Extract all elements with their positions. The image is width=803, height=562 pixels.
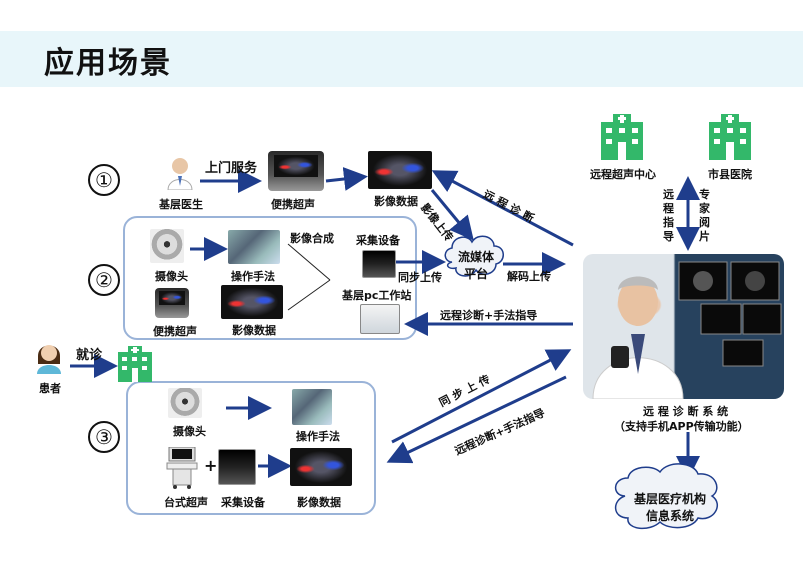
hospital-icon-county [707, 112, 753, 164]
system-label-line1: 远 程 诊 断 系 统 [643, 405, 729, 418]
compose-line-top [287, 243, 331, 281]
plus-sign: + [204, 456, 218, 475]
portable-us-label: 便携超声 [271, 198, 315, 211]
operation-picture-3 [292, 389, 332, 425]
system-label-line2: （支持手机APP传输功能） [614, 420, 749, 433]
info-system-label: 基层医疗机构 信息系统 [633, 492, 706, 523]
compose-line-bottom [287, 279, 331, 311]
portable-us-device-2 [155, 288, 189, 318]
image-data-label-3: 影像数据 [297, 496, 341, 509]
patient-label: 患者 [39, 382, 61, 395]
image-data-label-2: 影像数据 [232, 324, 276, 337]
remote-diagnosis-photo [583, 254, 784, 399]
page-title: 应用场景 [44, 46, 172, 81]
scenario-3-number: ③ [88, 421, 120, 453]
doctor-label: 基层医生 [159, 198, 203, 211]
visit-label: 就诊 [76, 348, 103, 363]
operation-label-3: 操作手法 [296, 430, 340, 443]
arrow-remote-guide-3 [386, 375, 567, 464]
stream-platform-label: 流媒体 平台 [457, 250, 494, 281]
pc-station-label: 基层pc工作站 [342, 289, 412, 302]
arrow-image-upload [430, 189, 474, 241]
pc-station-picture [360, 304, 400, 334]
decode-upload-label: 解码上传 [507, 270, 551, 283]
arrow-us-to-data [325, 167, 368, 191]
image-data-picture [368, 151, 432, 189]
image-data-picture-2 [221, 285, 283, 319]
portable-us-label-2: 便携超声 [153, 325, 197, 338]
expert-review-vertical: 专家阅片 [699, 188, 710, 243]
remote-guidance-vertical: 远程指导 [663, 188, 674, 243]
hospital-icon-remote-center [599, 112, 645, 164]
image-data-picture-3 [290, 448, 352, 486]
arrow-remote-diagnosis-1 [431, 170, 574, 247]
scenario-1-number: ① [88, 164, 120, 196]
county-hospital-label: 市县医院 [708, 168, 752, 181]
doctor-avatar [166, 156, 194, 190]
patient-avatar [34, 340, 64, 374]
remote-guide-label-2: 远程诊断+手法指导 [440, 309, 538, 322]
hospital-icon-patient [116, 344, 154, 386]
image-compose-label: 影像合成 [290, 232, 334, 245]
cart-us-picture [163, 447, 201, 489]
title-bar [0, 31, 803, 87]
scenario-2-number: ② [88, 264, 120, 296]
portable-us-device [268, 151, 324, 191]
stream-cloud [444, 235, 504, 277]
capture-device-picture-3 [218, 449, 256, 485]
arrow-sync-upload-3 [391, 349, 572, 444]
capture-device-label-3: 采集设备 [221, 496, 265, 509]
sync-upload-label: 同步上传 [398, 271, 442, 284]
camera-picture [150, 229, 184, 263]
camera-label-3: 摄像头 [173, 425, 206, 438]
camera-picture-3 [168, 388, 202, 418]
home-service-label: 上门服务 [205, 161, 258, 176]
cart-us-label: 台式超声 [164, 496, 208, 509]
capture-device-picture [362, 250, 396, 278]
image-data-label: 影像数据 [374, 195, 418, 208]
operation-picture [228, 230, 280, 264]
operation-label: 操作手法 [231, 270, 275, 283]
info-cloud [614, 463, 718, 530]
camera-label: 摄像头 [155, 270, 188, 283]
remote-center-label: 远程超声中心 [590, 168, 656, 181]
capture-device-label: 采集设备 [356, 234, 400, 247]
